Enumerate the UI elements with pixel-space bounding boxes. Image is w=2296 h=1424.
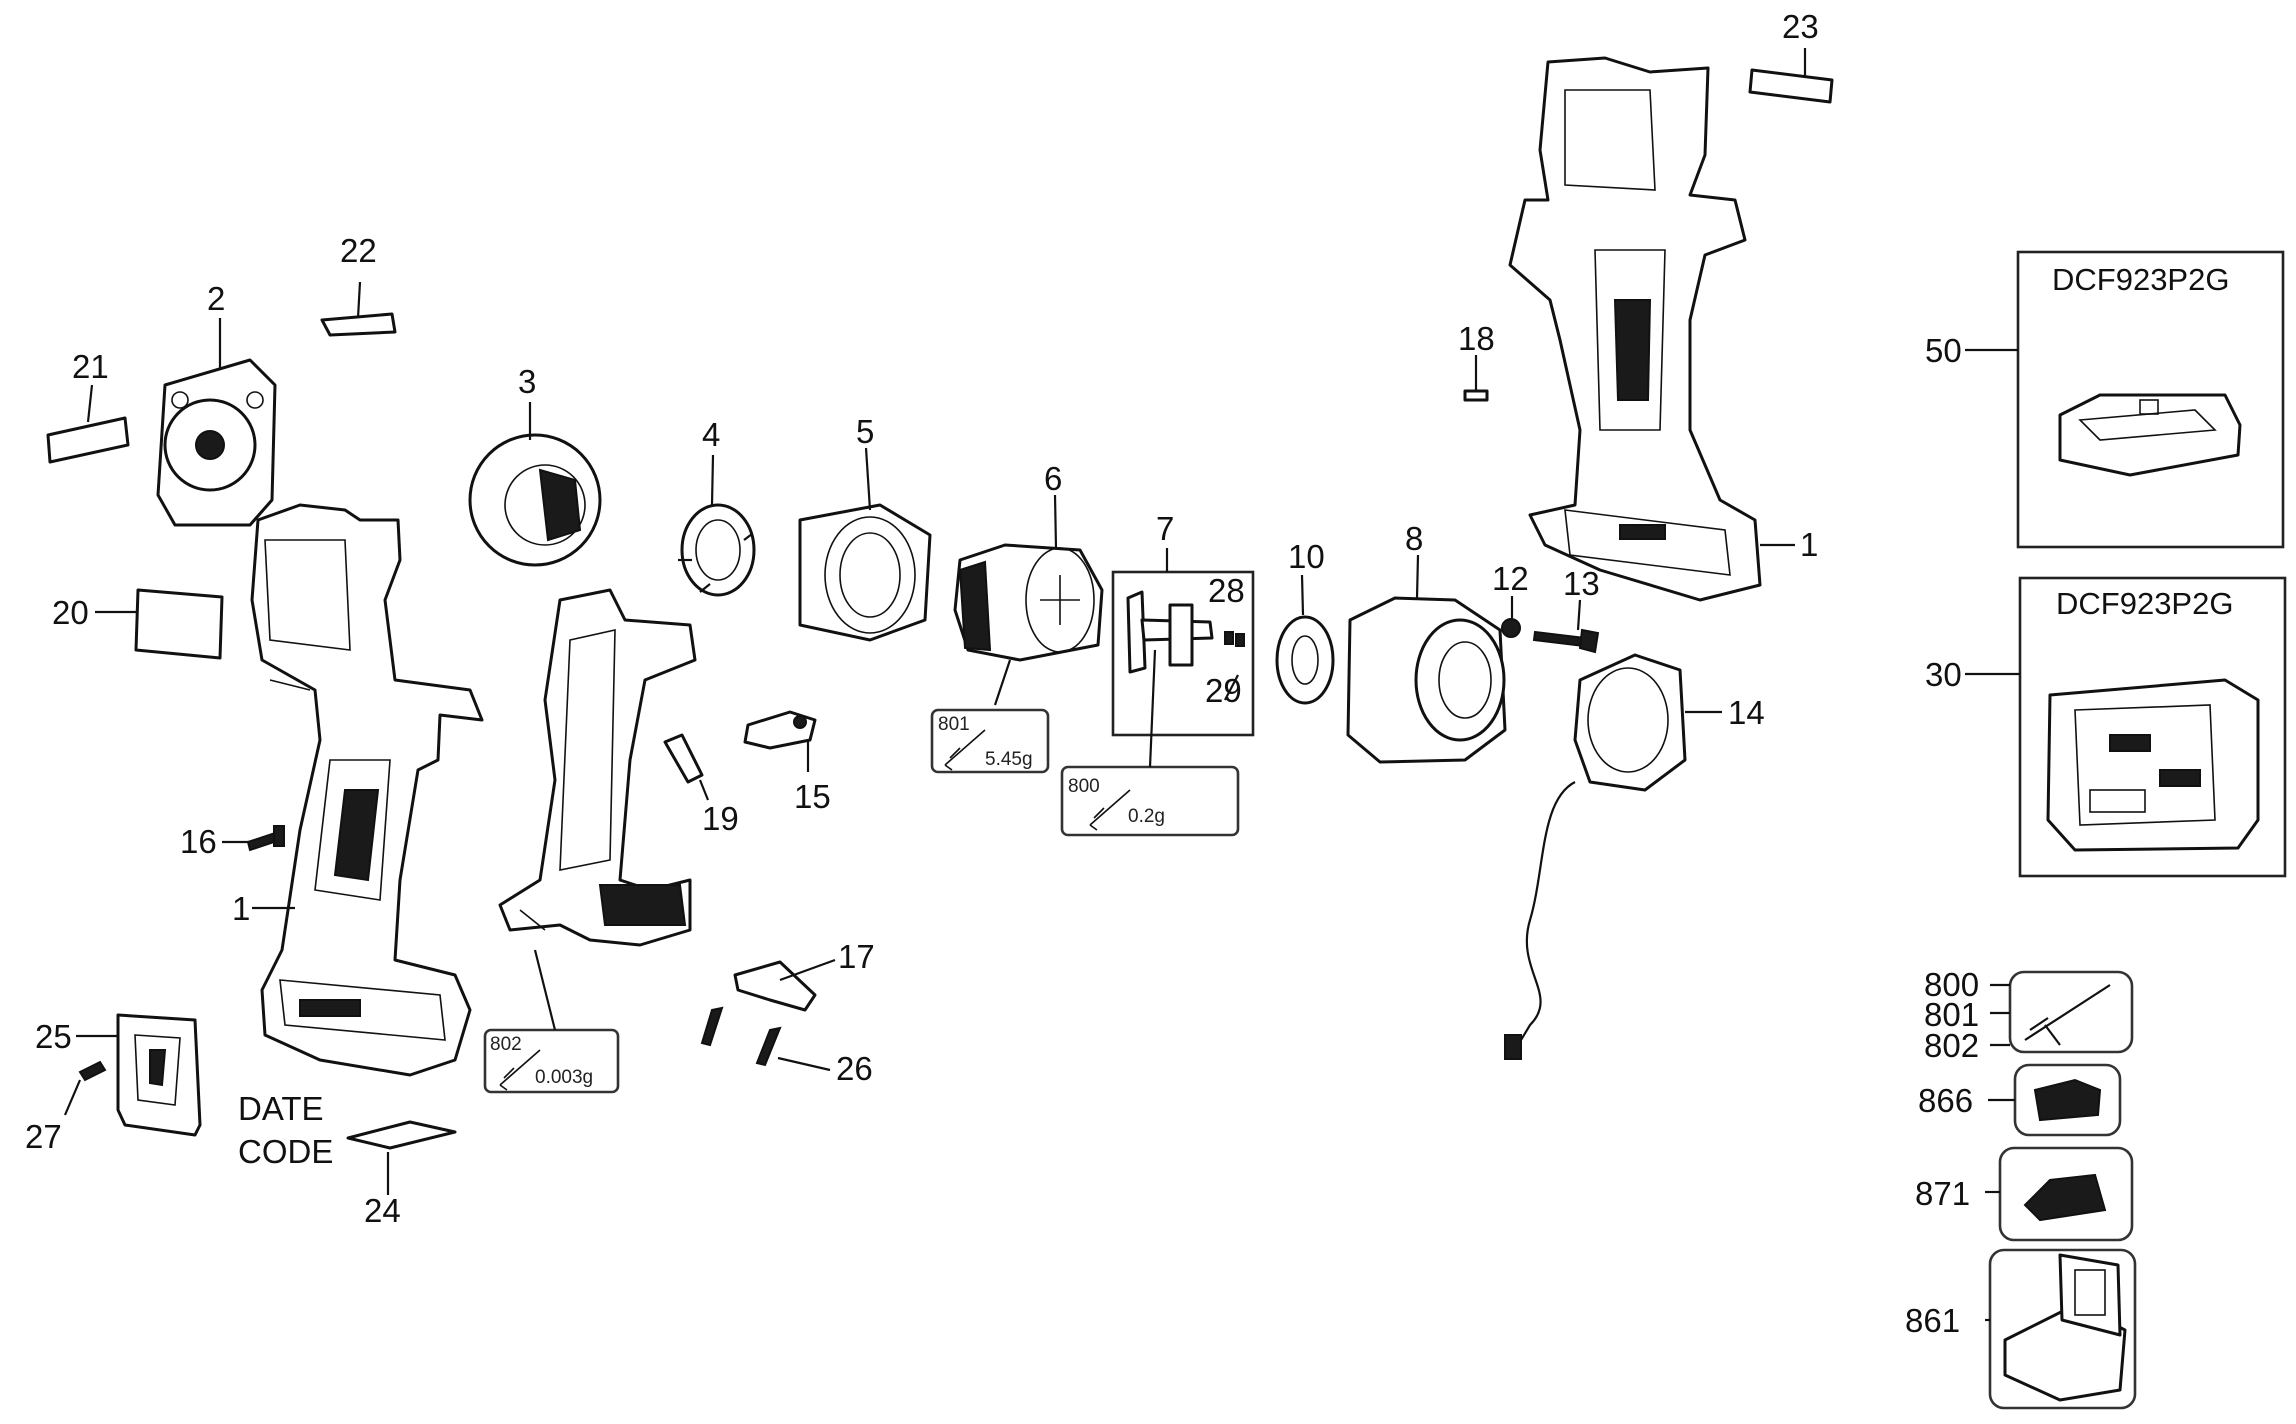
hammer-assembly [953,543,1104,662]
screw-19 [663,733,704,784]
callout-24: 24 [364,1192,401,1229]
callout-21: 21 [72,348,109,385]
tag-802-code: 802 [490,1034,522,1055]
date-code-line1: DATE [238,1090,324,1127]
housing-left-half [250,503,484,1077]
box-30-model: DCF923P2G [2056,586,2233,621]
callout-20: 20 [52,594,89,631]
belt-clip-25 [116,1013,202,1137]
tag-800-weight: 0.2g [1128,806,1165,827]
callout-23: 23 [1782,8,1819,45]
tag-801-code: 801 [938,714,970,735]
callout-2: 2 [207,280,225,317]
leader-lines [63,48,1807,1195]
screw-27 [78,1060,107,1082]
switch-and-field-assembly [468,433,697,947]
callout-3: 3 [518,363,536,400]
callout-12: 12 [1492,560,1529,597]
gear-housing [1346,596,1507,764]
callout-numbers: 2 21 22 20 3 4 5 6 7 28 29 10 8 12 13 14… [25,8,1819,1229]
callout-13: 13 [1563,565,1600,602]
callout-800: 800 [1924,966,1979,1003]
callout-1-left: 1 [232,890,250,927]
callout-7: 7 [1156,510,1174,547]
switch-part-15 [743,710,817,750]
callout-15: 15 [794,778,831,815]
anvil [1126,590,1245,674]
tag-801-weight: 5.45g [985,749,1033,770]
callout-14: 14 [1728,694,1765,731]
grease-tag-800: 800 0.2g [1060,765,1240,837]
callout-871: 871 [1915,1175,1970,1212]
callout-28: 28 [1208,572,1245,609]
callout-26: 26 [836,1050,873,1087]
callout-8: 8 [1405,520,1423,557]
label-24 [346,1120,457,1150]
label-20 [134,588,224,660]
grease-tag-802: 802 0.003g [483,1028,620,1094]
kit-box-50: DCF923P2G 50 [1925,250,2285,549]
housing-right-half [1508,56,1762,602]
kit-box-30: DCF923P2G 30 [1925,576,2287,878]
brush-ring [678,503,756,597]
callout-18: 18 [1458,320,1495,357]
callout-4: 4 [702,416,720,453]
callout-866: 866 [1918,1082,1973,1119]
washer [1275,615,1335,705]
gear-case-ring [798,503,932,642]
label-21 [46,416,130,464]
callout-30: 30 [1925,656,1962,693]
callout-22: 22 [340,232,377,269]
callout-861: 861 [1905,1302,1960,1339]
callout-25: 25 [35,1018,72,1055]
tag-802-weight: 0.003g [535,1067,593,1088]
callout-6: 6 [1044,460,1062,497]
nut-12 [1501,618,1521,638]
callout-16: 16 [180,823,217,860]
carry-case-icon: 861 [1905,1248,2137,1410]
box-50-model: DCF923P2G [2052,262,2229,297]
battery-icon: 866 [1918,1063,2122,1137]
callout-19: 19 [702,800,739,837]
callout-801: 801 [1924,996,1979,1033]
callout-5: 5 [856,413,874,450]
screw-13 [1532,628,1600,654]
callout-29: 29 [1205,672,1242,709]
label-22 [320,312,397,337]
grease-tag-801: 801 5.45g [930,708,1050,774]
screws-26 [700,1006,782,1067]
tag-800-code: 800 [1068,776,1100,797]
callout-50: 50 [1925,332,1962,369]
grease-kit-icon: 800 801 802 [1924,966,2134,1064]
pin-18 [1463,389,1489,402]
led-ring-assembly [1504,653,1687,1060]
label-23 [1748,68,1834,104]
charger-icon: 871 [1915,1146,2134,1242]
callout-802: 802 [1924,1027,1979,1064]
bracket-17 [733,960,817,1012]
callout-10: 10 [1288,538,1325,575]
date-code-line2: CODE [238,1133,333,1170]
callout-17: 17 [838,938,875,975]
anvil-group-box [1111,570,1255,737]
rear-end-cap [156,358,277,527]
screw-16 [246,825,285,852]
callout-1-right: 1 [1800,526,1818,563]
callout-27: 27 [25,1118,62,1155]
